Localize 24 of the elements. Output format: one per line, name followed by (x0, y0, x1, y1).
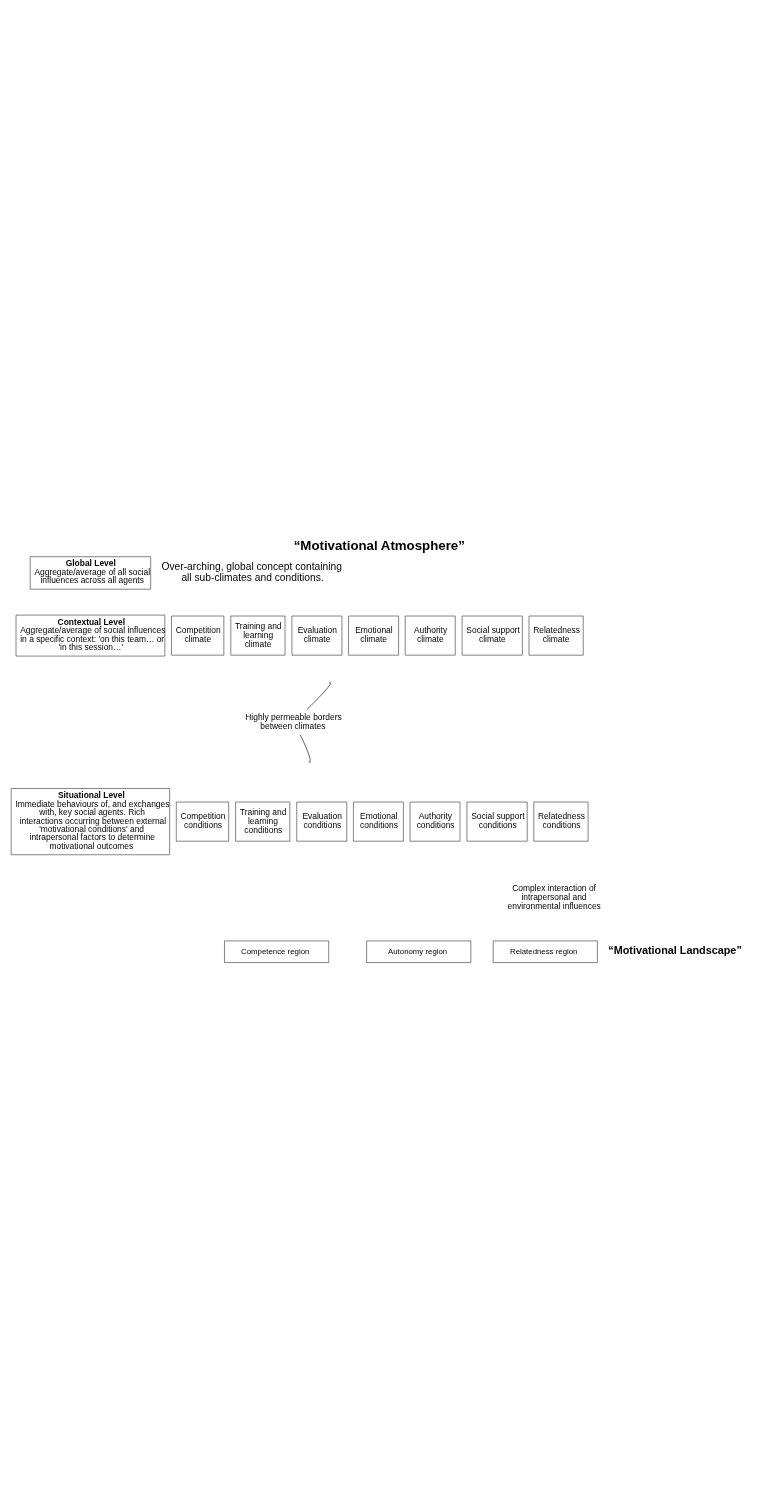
node-box: Authority conditions (409, 801, 461, 842)
label: “Motivational Landscape” (608, 943, 742, 956)
node-box: Evaluation climate (291, 615, 343, 656)
node-box: Relatedness climate (528, 615, 584, 656)
diagram-title: “Motivational Atmosphere” (293, 537, 465, 553)
label: Complex interaction of intrapersonal and environmental influences (507, 883, 601, 912)
node-box: Emotional climate (348, 615, 399, 656)
node-box: Situational Level Immediate behaviours of, and exchanges with, key social agents. Rich interactions occurring between external 'motivational conditions' and intrapersonal factors to determine motivational outcomes (10, 788, 170, 856)
node-box: Competition climate (171, 615, 225, 656)
node-box: Competition conditions (176, 801, 229, 842)
node-box: Emotional conditions (353, 801, 404, 842)
node-box: Authority climate (404, 615, 456, 656)
node-box: Social support climate (461, 615, 523, 656)
node-box: Global Level Aggregate/average of all social influences across all agents (29, 556, 151, 590)
node-box: Training and learning conditions (235, 801, 291, 842)
connector (299, 734, 311, 762)
label: Over-arching, global concept containing all sub-climates and conditions. (161, 560, 342, 584)
node-box: Relatedness conditions (533, 801, 589, 842)
node-text: Highly permeable borders between climates (245, 712, 342, 732)
node-box: Training and learning climate (230, 615, 286, 656)
node-box: Evaluation conditions (296, 801, 348, 842)
node-box: Social support conditions (466, 801, 528, 842)
node-box: Contextual Level Aggregate/average of social influences in a specific context: 'on this team… or 'in this session…' (15, 614, 166, 657)
connector (306, 683, 331, 710)
